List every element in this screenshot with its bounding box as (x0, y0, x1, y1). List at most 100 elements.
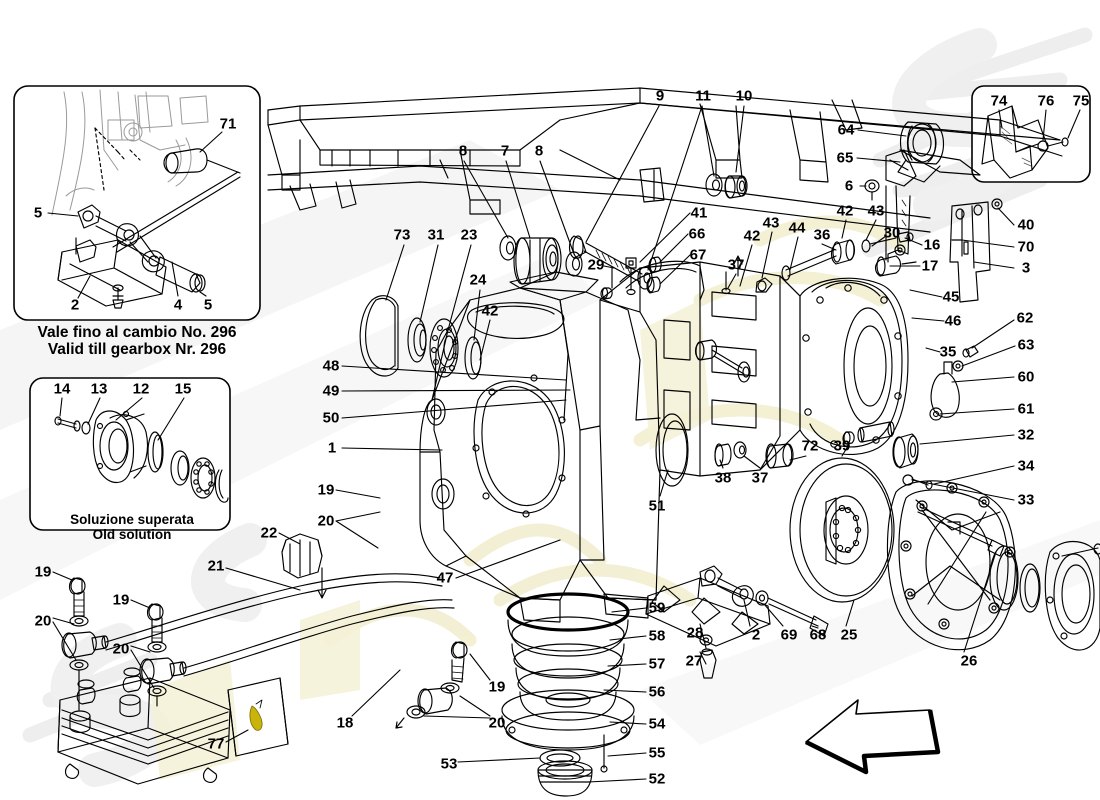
callout-number-13: 13 (90, 380, 108, 398)
callout-number-29: 29 (587, 256, 605, 274)
callout-number-31: 31 (427, 226, 445, 244)
callout-number-2: 2 (70, 296, 80, 314)
callout-number-30: 30 (883, 224, 901, 242)
callout-number-2: 2 (751, 626, 761, 644)
caption-line-italian: Vale fino al cambio No. 296 (37, 324, 237, 341)
callout-number-22: 22 (260, 524, 278, 542)
chassis-frame (267, 87, 1063, 215)
callout-number-37: 37 (727, 256, 745, 274)
callout-number-42: 42 (481, 302, 499, 320)
callout-number-27: 27 (685, 652, 703, 670)
callout-number-14: 14 (53, 380, 71, 398)
callout-number-66: 66 (688, 225, 706, 243)
callout-number-23: 23 (460, 226, 478, 244)
callout-number-44: 44 (788, 219, 806, 237)
callout-number-21: 21 (207, 557, 225, 575)
banjo-bolts-left (61, 577, 187, 711)
caption-line-english: Old solution (92, 527, 172, 543)
callout-number-62: 62 (1016, 309, 1034, 327)
callout-number-20: 20 (488, 714, 506, 732)
clutch-bell-housing (886, 480, 1016, 651)
callout-number-63: 63 (1017, 336, 1035, 354)
callout-number-25: 25 (840, 626, 858, 644)
callout-number-50: 50 (322, 409, 340, 427)
callout-number-42: 42 (743, 227, 761, 245)
inset-caption-old-solution: Soluzione superata Old solution (70, 512, 194, 542)
callout-number-19: 19 (112, 591, 130, 609)
callout-number-17: 17 (921, 257, 939, 275)
callout-number-34: 34 (1017, 457, 1035, 475)
oil-cooler (57, 667, 231, 785)
banjo-bolts-mid (395, 641, 468, 729)
callout-number-72: 72 (801, 437, 819, 455)
callout-number-59: 59 (648, 599, 666, 617)
callout-number-15: 15 (174, 380, 192, 398)
callout-number-65: 65 (836, 149, 854, 167)
direction-arrow (804, 699, 941, 775)
callout-number-24: 24 (469, 271, 487, 289)
callout-number-9: 9 (655, 87, 665, 105)
callout-number-26: 26 (960, 652, 978, 670)
callout-number-38: 38 (714, 469, 732, 487)
callout-number-46: 46 (944, 312, 962, 330)
callout-number-33: 33 (1017, 491, 1035, 509)
callout-number-32: 32 (1017, 426, 1035, 444)
callout-number-60: 60 (1017, 368, 1035, 386)
callout-number-10: 10 (735, 87, 753, 105)
callout-number-19: 19 (34, 563, 52, 581)
callout-number-20: 20 (34, 612, 52, 630)
inset-old-linkage-frame (13, 85, 261, 321)
inset-caption-old-linkage: Vale fino al cambio No. 296 Valid till g… (38, 324, 237, 359)
callout-number-43: 43 (867, 202, 885, 220)
callout-number-8: 8 (534, 142, 544, 160)
callout-number-37: 37 (751, 469, 769, 487)
callout-number-7: 7 (500, 142, 510, 160)
callout-number-19: 19 (317, 481, 335, 499)
callout-number-16: 16 (923, 236, 941, 254)
callout-number-39: 39 (833, 437, 851, 455)
callout-number-71: 71 (219, 115, 237, 133)
oil-filter-assembly (501, 592, 635, 797)
callout-number-74: 74 (990, 92, 1008, 110)
callout-number-45: 45 (942, 288, 960, 306)
callout-number-56: 56 (648, 683, 666, 701)
callout-number-18: 18 (336, 714, 354, 732)
callout-number-12: 12 (132, 380, 150, 398)
callout-number-54: 54 (648, 715, 666, 733)
callout-number-52: 52 (648, 770, 666, 788)
callout-number-40: 40 (1017, 216, 1035, 234)
callout-number-11: 11 (695, 87, 711, 105)
callout-number-1: 1 (327, 439, 337, 457)
callout-number-68: 68 (809, 626, 827, 644)
callout-number-42: 42 (836, 202, 854, 220)
callout-number-20: 20 (112, 640, 130, 658)
callout-number-43: 43 (762, 214, 780, 232)
callout-number-51: 51 (648, 497, 666, 515)
callout-number-61: 61 (1017, 400, 1035, 418)
callout-number-35: 35 (939, 343, 957, 361)
callout-number-28: 28 (686, 624, 704, 642)
callout-number-48: 48 (322, 357, 340, 375)
callout-number-70: 70 (1017, 238, 1035, 256)
callout-number-55: 55 (648, 744, 666, 762)
callout-number-76: 76 (1037, 92, 1055, 110)
callout-number-69: 69 (780, 626, 798, 644)
callout-number-49: 49 (322, 382, 340, 400)
callout-number-6: 6 (844, 177, 854, 195)
callout-number-3: 3 (1021, 259, 1031, 277)
callout-number-19: 19 (488, 678, 506, 696)
callout-number-41: 41 (690, 204, 708, 222)
callout-number-5: 5 (203, 296, 213, 314)
caption-line-italian: Soluzione superata (70, 512, 194, 527)
callout-number-4: 4 (173, 296, 183, 314)
callout-number-75: 75 (1072, 92, 1090, 110)
callout-number-20: 20 (317, 512, 335, 530)
inset-old-solution-frame (29, 377, 231, 531)
callout-number-36: 36 (813, 226, 831, 244)
callout-number-53: 53 (440, 755, 458, 773)
caption-line-english: Valid till gearbox Nr. 296 (47, 341, 227, 359)
oil-hoses (105, 573, 455, 677)
callout-number-73: 73 (393, 226, 411, 244)
callout-number-47: 47 (436, 569, 454, 587)
